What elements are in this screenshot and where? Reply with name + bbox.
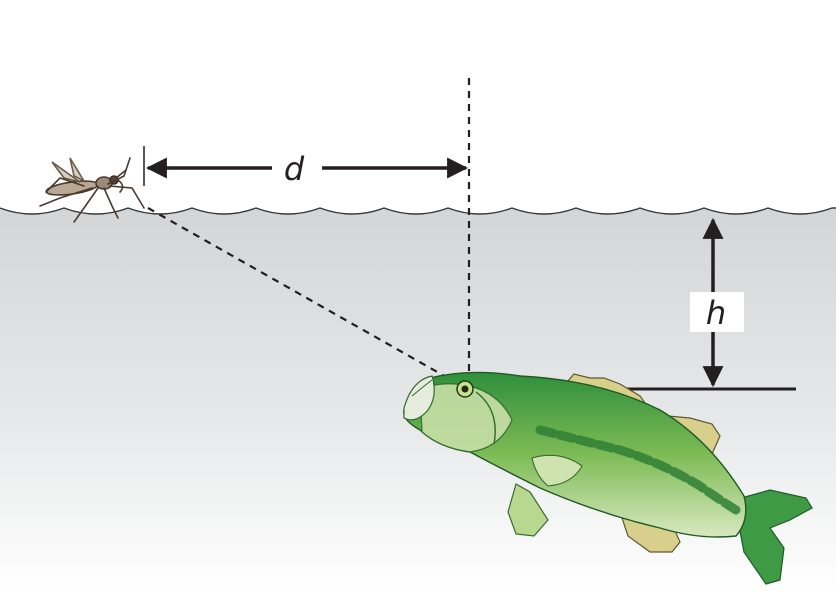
insect-icon: [39, 157, 145, 223]
water-surface-line: [0, 207, 836, 215]
h-label: h: [706, 294, 726, 332]
fish-icon: [403, 371, 813, 585]
line-of-sight-dashed: [147, 207, 463, 387]
h-label-box: [690, 292, 744, 332]
d-label: d: [284, 150, 305, 188]
